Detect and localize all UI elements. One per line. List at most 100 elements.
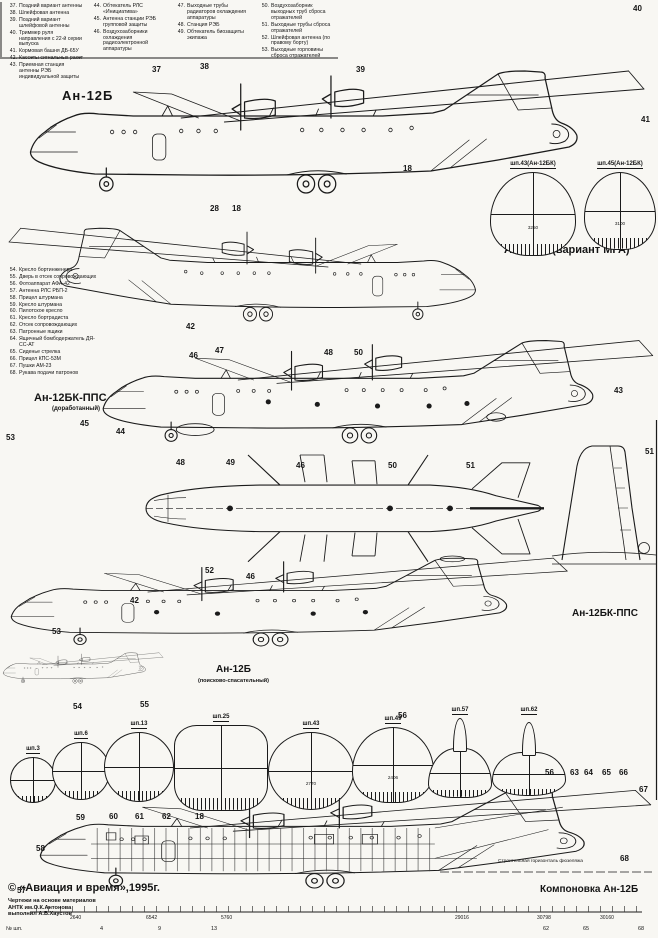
section-label: шп.3 <box>26 746 40 754</box>
ruler-tick: 4 <box>100 926 104 932</box>
credit-line: Чертежи на основе материалов <box>8 898 96 904</box>
label-an12bk-pps-mod-sub: (доработанный) <box>52 406 101 412</box>
section-shape <box>492 752 566 796</box>
cross-section: шп.3 <box>10 737 56 803</box>
credit-line: выполнил А.В.Хаустов <box>8 911 72 918</box>
legend-item: 56.Фотоаппарат АФА-42 <box>9 280 70 287</box>
legend-item: 45.Антенна станции РЭБ групповой защиты <box>93 15 157 28</box>
legend-item: 38.Шлейфовая антенна <box>9 9 70 16</box>
legend-item: 40.Триммер руля направления с 22-й серии… <box>9 29 82 48</box>
section-shape <box>10 757 56 803</box>
cross-section: шп.6 <box>52 722 110 800</box>
legend-item: 41.Кормовая башня ДБ-65У <box>9 48 79 55</box>
callout-number: 57 <box>17 886 26 895</box>
legend-item: 67.Пушки АМ-23 <box>9 362 52 369</box>
callout-number: 42 <box>130 596 139 605</box>
dimension-value: 2640 <box>70 915 82 921</box>
section-shape: 3100 <box>584 172 656 250</box>
callout-number: 62 <box>162 812 171 821</box>
section-shape <box>428 748 492 798</box>
callout-number: 45 <box>80 419 89 428</box>
callout-number: 43 <box>614 386 623 395</box>
callout-number: 48 <box>176 458 185 467</box>
section-shape <box>104 732 174 802</box>
callout-number: 44 <box>116 427 125 436</box>
callout-number: 56 <box>398 711 407 720</box>
section-dimension: 2406 <box>387 774 399 780</box>
legend-item: 52.Шлейфовая антенна (по правому борту) <box>261 34 330 47</box>
section-dimension: 3100 <box>614 221 626 227</box>
dimension-value: 5760 <box>221 915 233 921</box>
cross-section: шп.43(Ан-12БК) 3250 <box>490 152 576 256</box>
legend-item: 68.Рукава подачи патронов <box>9 369 78 376</box>
callout-number: 52 <box>205 566 214 575</box>
label-station-ruler: № шп. <box>6 926 23 932</box>
label-an12b-sar-sub: (поисково-спасательный) <box>198 678 269 684</box>
callout-number: 42 <box>186 322 195 331</box>
section-dimension: 3250 <box>527 225 539 231</box>
section-dimension: 2770 <box>305 781 317 787</box>
cross-section: шп.49 2406 <box>352 707 434 803</box>
section-shape: 3250 <box>490 172 576 256</box>
callout-number: 37 <box>152 65 161 74</box>
callout-number: 47 <box>215 346 224 355</box>
legend-item: 54.Кресло бортинженера <box>9 267 73 273</box>
ruler-tick: 68 <box>638 926 645 932</box>
legend-item: 49.Обтекатель биозащиты экипажа <box>177 28 244 41</box>
legend-item: 57.Антенна РЛС РБП-2 <box>9 287 68 294</box>
label-horizon-note: Строительная горизонталь фюзеляжа <box>498 859 583 864</box>
callout-number: 56 <box>545 768 554 777</box>
section-shape: 2406 <box>352 727 434 803</box>
section-label: шп.43(Ан-12БК) <box>510 161 556 169</box>
section-label: шп.57 <box>451 707 469 715</box>
label-an12b-sar: Ан-12Б <box>216 664 251 675</box>
callout-number: 38 <box>200 62 209 71</box>
legend-item: 48.Станция РЭБ <box>177 21 220 28</box>
callout-number: 64 <box>584 768 593 777</box>
label-an12b: Ан-12Б <box>62 88 114 103</box>
callout-number: 53 <box>52 627 61 636</box>
callout-number: 18 <box>195 812 204 821</box>
section-shape: 2770 <box>268 732 354 810</box>
dimension-value: 6542 <box>146 915 158 921</box>
callout-number: 61 <box>135 812 144 821</box>
legend-item: 39.Поздний вариант шлейфовой антенны <box>9 16 70 29</box>
cross-section: шп.62 <box>492 698 566 796</box>
legend-item: 51.Выходные трубы сброса отражателей <box>261 21 331 34</box>
callout-number: 51 <box>466 461 475 470</box>
callout-number: 18 <box>403 164 412 173</box>
cross-section: шп.43 2770 <box>268 712 354 810</box>
dimension-value: 30160 <box>600 915 614 921</box>
legend-item: 55.Дверь в отсек сопровождающих <box>9 273 97 280</box>
dimension-value: 29016 <box>455 915 469 921</box>
section-label: шп.43 <box>302 721 320 729</box>
section-label: шп.45(Ан-12БК) <box>597 161 643 169</box>
section-label: шп.25 <box>212 714 230 722</box>
legend-top-col3: 47.Выходные трубы радиаторов охлаждения … <box>176 3 254 82</box>
legend-item: 62.Отсек сопровождающих <box>9 322 78 329</box>
legend-item: 65.Сиденье стрелка <box>9 348 61 355</box>
legend-top-col4: 50.Воздухозаборник выходных труб сброса … <box>260 3 338 82</box>
legend-item: 59.Кресло штурмана <box>9 301 63 308</box>
callout-number: 48 <box>324 348 333 357</box>
legend-item: 42.Кассеты сигнальных ракет <box>9 55 84 62</box>
label-an12bk-pps-mod: Ан-12БК-ППС <box>34 392 107 404</box>
callout-number: 67 <box>639 785 648 794</box>
legend-item: 64.Ящичный бомбодержатель ДЯ-СС-АТ <box>9 336 95 348</box>
legend-item: 37.Поздний вариант антенны <box>9 3 83 9</box>
callout-number: 50 <box>388 461 397 470</box>
callout-number: 55 <box>140 700 149 709</box>
legend-item: 58.Прицел штурмана <box>9 294 63 301</box>
callout-number: 58 <box>36 844 45 853</box>
legend-item: 47.Выходные трубы радиаторов охлаждения … <box>177 3 246 21</box>
ruler-tick: 13 <box>211 926 218 932</box>
legend-item: 63.Патронные ящики <box>9 329 63 336</box>
callout-number: 46 <box>296 461 305 470</box>
callout-number: 65 <box>602 768 611 777</box>
legend-item: 44.Обтекатель РЛС «Инициатива» <box>93 3 143 15</box>
callout-number: 51 <box>645 447 654 456</box>
